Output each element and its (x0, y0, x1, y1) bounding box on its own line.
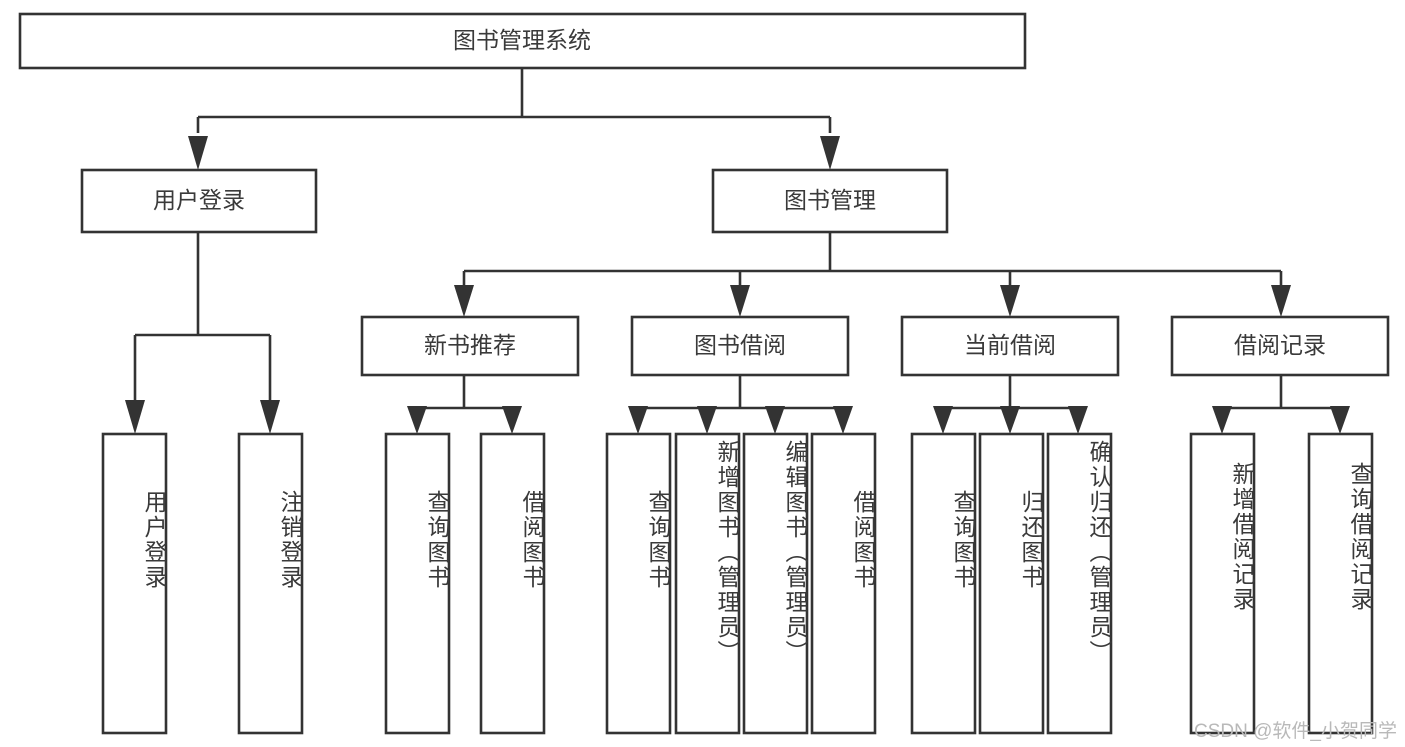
node-leaf-query-book-1-box[interactable] (384, 432, 451, 735)
node-book-manage-label: 图书管理 (784, 187, 876, 213)
node-leaf-user-login-box[interactable] (101, 432, 168, 735)
node-leaf-edit-book-box[interactable] (742, 432, 809, 735)
node-current-borrow[interactable]: 当前借阅 (900, 315, 1120, 377)
node-book-borrow[interactable]: 图书借阅 (630, 315, 850, 377)
arrow-head-book-manage (820, 136, 840, 170)
arrow-head-current-borrow (1000, 285, 1020, 317)
connector-group-current-borrow (933, 375, 1088, 434)
node-current-borrow-box[interactable] (900, 315, 1120, 377)
node-leaf-logout-box[interactable] (237, 432, 304, 735)
arrow-head-borrow-record (1271, 285, 1291, 317)
node-new-book-rec[interactable]: 新书推荐 (360, 315, 580, 377)
node-root-label: 图书管理系统 (453, 27, 591, 53)
node-leaf-user-login-label: 用户登录 (141, 490, 167, 590)
arrow-head-user-login (188, 136, 208, 170)
arrow-head-leaf-borrow-book-1 (502, 406, 522, 434)
arrow-head-book-borrow (730, 285, 750, 317)
node-leaf-query-book-1-label: 查询图书 (424, 490, 450, 590)
node-leaf-query-book-3-box[interactable] (910, 432, 977, 735)
node-new-book-rec-box[interactable] (360, 315, 580, 377)
node-leaf-add-record-label: 新增借阅记录 (1229, 462, 1255, 612)
arrow-head-leaf-query-book-2 (628, 406, 648, 434)
node-leaf-query-record-label: 查询借阅记录 (1347, 462, 1373, 612)
arrow-head-leaf-add-record (1212, 406, 1232, 434)
connector-group-new-book-rec (407, 375, 522, 434)
node-user-login-label: 用户登录 (153, 187, 245, 213)
node-root[interactable]: 图书管理系统 (18, 12, 1027, 70)
node-leaf-confirm-return-label: 确认归还（管理员） (1086, 440, 1112, 665)
arrow-head-leaf-user-login (125, 400, 145, 434)
connector-group-user-login (125, 232, 280, 434)
connector-group-root (188, 68, 840, 170)
node-current-borrow-label: 当前借阅 (964, 332, 1056, 358)
node-leaf-confirm-return-box[interactable] (1046, 432, 1113, 735)
node-leaf-borrow-book-2-label: 借阅图书 (850, 490, 876, 590)
node-borrow-record-box[interactable] (1170, 315, 1390, 377)
node-leaf-borrow-book-2-box[interactable] (810, 432, 877, 735)
node-new-book-rec-label: 新书推荐 (424, 332, 516, 358)
node-user-login[interactable]: 用户登录 (80, 168, 318, 234)
arrow-head-leaf-query-record (1330, 406, 1350, 434)
arrow-head-leaf-confirm-return (1068, 406, 1088, 434)
node-user-login-box[interactable] (80, 168, 318, 234)
connector-group-book-manage (454, 232, 1291, 317)
connector-group-book-borrow (628, 375, 853, 434)
node-leaf-add-book-label: 新增图书（管理员） (714, 440, 740, 665)
arrow-head-leaf-add-book (697, 406, 717, 434)
node-book-borrow-label: 图书借阅 (694, 332, 786, 358)
node-root-box[interactable] (18, 12, 1027, 70)
node-leaf-query-book-3-label: 查询图书 (950, 490, 976, 590)
node-borrow-record-label: 借阅记录 (1234, 332, 1326, 358)
csdn-watermark: CSDN @软件_小贺同学 (1194, 721, 1397, 742)
connector-group-borrow-record (1212, 375, 1350, 434)
node-leaf-borrow-book-1-box[interactable] (479, 432, 546, 735)
arrow-head-leaf-borrow-book-2 (833, 406, 853, 434)
node-leaf-return-book-label: 归还图书 (1018, 490, 1044, 590)
node-leaf-borrow-book-1-label: 借阅图书 (519, 490, 545, 590)
node-leaf-query-book-2-label: 查询图书 (645, 490, 671, 590)
arrow-head-leaf-edit-book (765, 406, 785, 434)
node-leaf-return-book-box[interactable] (978, 432, 1045, 735)
arrow-head-leaf-query-book-1 (407, 406, 427, 434)
arrow-head-new-book-rec (454, 285, 474, 317)
node-book-manage[interactable]: 图书管理 (711, 168, 949, 234)
arrow-head-leaf-return-book (1000, 406, 1020, 434)
node-leaf-logout-label: 注销登录 (277, 490, 303, 590)
node-leaf-add-book-box[interactable] (674, 432, 741, 735)
node-leaf-edit-book-label: 编辑图书（管理员） (782, 440, 808, 665)
node-leaf-query-record-box[interactable] (1307, 432, 1374, 735)
node-book-borrow-box[interactable] (630, 315, 850, 377)
node-leaf-add-record-box[interactable] (1189, 432, 1256, 735)
arrow-head-leaf-logout (260, 400, 280, 434)
arrow-head-leaf-query-book-3 (933, 406, 953, 434)
node-book-manage-box[interactable] (711, 168, 949, 234)
node-leaf-query-book-2-box[interactable] (605, 432, 672, 735)
node-borrow-record[interactable]: 借阅记录 (1170, 315, 1390, 377)
